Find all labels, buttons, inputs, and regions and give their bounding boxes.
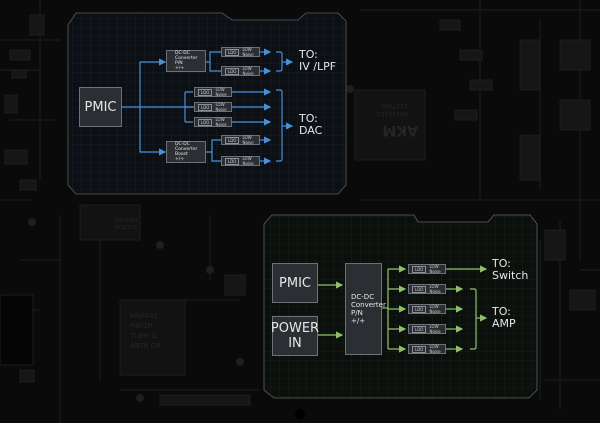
ldo-label: LOW Noise xyxy=(429,304,441,314)
top-converter-pn-text: P/N xyxy=(175,61,183,66)
ldo-label: LOW Noise xyxy=(429,284,441,294)
top-converter-boost-text: Converter xyxy=(175,147,198,152)
ldo-tag: LDO xyxy=(225,136,240,144)
bottom-power-in-box-text: POWER xyxy=(270,321,320,336)
bottom-converter-text: Converter xyxy=(351,301,386,309)
svg-text:P401R: P401R xyxy=(130,322,153,330)
ldo-label: LOW Noise xyxy=(429,324,441,334)
pcb-components xyxy=(0,14,596,406)
ldo-tag: LDO xyxy=(412,305,427,313)
bottom-converter-text: DC-DC xyxy=(351,293,375,301)
ldo-label: LOW Noise xyxy=(242,156,254,166)
top-output-ivlpf-text: TO: xyxy=(299,48,318,61)
top-output-dac: TO:DAC xyxy=(299,113,322,137)
top-wires xyxy=(122,48,294,165)
ldo-label: LOW Noise xyxy=(242,135,254,145)
ldo-tag: LDO xyxy=(198,118,213,126)
ldo-tag: LDO xyxy=(225,157,240,165)
msp432-chip-label: MSP432 xyxy=(130,312,158,320)
ldo-label: LOW Noise xyxy=(242,66,254,76)
ldo-label: LOW Noise xyxy=(429,264,441,274)
bottom-output-amp: TO:AMP xyxy=(492,306,516,330)
top-converter-pn-text: Converter xyxy=(175,56,198,61)
ldo-tag: LDO xyxy=(412,345,427,353)
top-converter-pn-text: +/+ xyxy=(175,66,185,71)
wire-to-conv2 xyxy=(139,107,167,156)
ldo-label: LOW Noise xyxy=(215,102,227,112)
svg-text:TI 89I D: TI 89I D xyxy=(129,332,157,340)
svg-text:2217VAE: 2217VAE xyxy=(381,102,408,109)
ldo-tag: LDO xyxy=(198,103,213,111)
top-output-dac-text: DAC xyxy=(299,124,323,137)
top-output-ivlpf-text: IV /LPF xyxy=(299,60,337,73)
bottom-output-amp-text: TO: xyxy=(492,305,511,318)
ldo-label: LOW Noise xyxy=(215,117,227,127)
bottom-power-in-box-text: IN xyxy=(288,336,302,351)
ldo-tag: LDO xyxy=(225,67,240,75)
ldo-tag: LDO xyxy=(198,88,213,96)
ldo-tag: LDO xyxy=(225,48,240,56)
ldo-label: LOW Noise xyxy=(215,87,227,97)
bottom-output-switch-text: TO: xyxy=(492,257,511,270)
svg-text:A87R G4: A87R G4 xyxy=(130,342,161,350)
top-pmic-box-text: PMIC xyxy=(84,99,117,115)
bottom-pmic-box-text: PMIC xyxy=(279,275,311,291)
ldo-label: LOW Noise xyxy=(242,47,254,57)
top-converter-pn-text: DC-DC xyxy=(175,51,190,56)
svg-text:AC1F67E: AC1F67E xyxy=(115,225,137,231)
bottom-converter-text: P/N xyxy=(351,309,363,317)
ldo-tag: LDO xyxy=(412,265,427,273)
bottom-output-amp-text: AMP xyxy=(492,317,516,330)
ldo-tag: LDO xyxy=(412,285,427,293)
bottom-output-switch-text: Switch xyxy=(492,269,529,282)
top-converter-boost-text: DC-DC xyxy=(175,142,190,147)
bottom-converter-text: +/+ xyxy=(351,317,366,325)
svg-text:MSP4161: MSP4161 xyxy=(115,218,138,224)
wire-to-conv1 xyxy=(139,58,167,107)
top-output-dac-text: TO: xyxy=(299,112,318,125)
top-pmic-box: PMIC xyxy=(79,87,122,127)
bottom-wires xyxy=(318,265,488,353)
wire-conv2-ldos xyxy=(205,139,221,162)
top-output-ivlpf: TO:IV /LPF xyxy=(299,49,336,73)
akm-chip-label: AKM xyxy=(382,122,418,138)
wire-conv1-ldos xyxy=(205,51,221,72)
ldo-tag: LDO xyxy=(412,325,427,333)
svg-text:AK4191EQ: AK4191EQ xyxy=(376,110,408,117)
bottom-pmic-box: PMIC xyxy=(272,263,318,303)
ldo-label: LOW Noise xyxy=(429,344,441,354)
top-converter-boost-text: Boost xyxy=(175,152,188,157)
bracket-amp xyxy=(470,288,477,350)
wire-to-ldo-mid xyxy=(184,91,193,123)
bottom-output-switch: TO:Switch xyxy=(492,258,528,282)
top-converter-boost-text: +/+ xyxy=(175,157,185,162)
